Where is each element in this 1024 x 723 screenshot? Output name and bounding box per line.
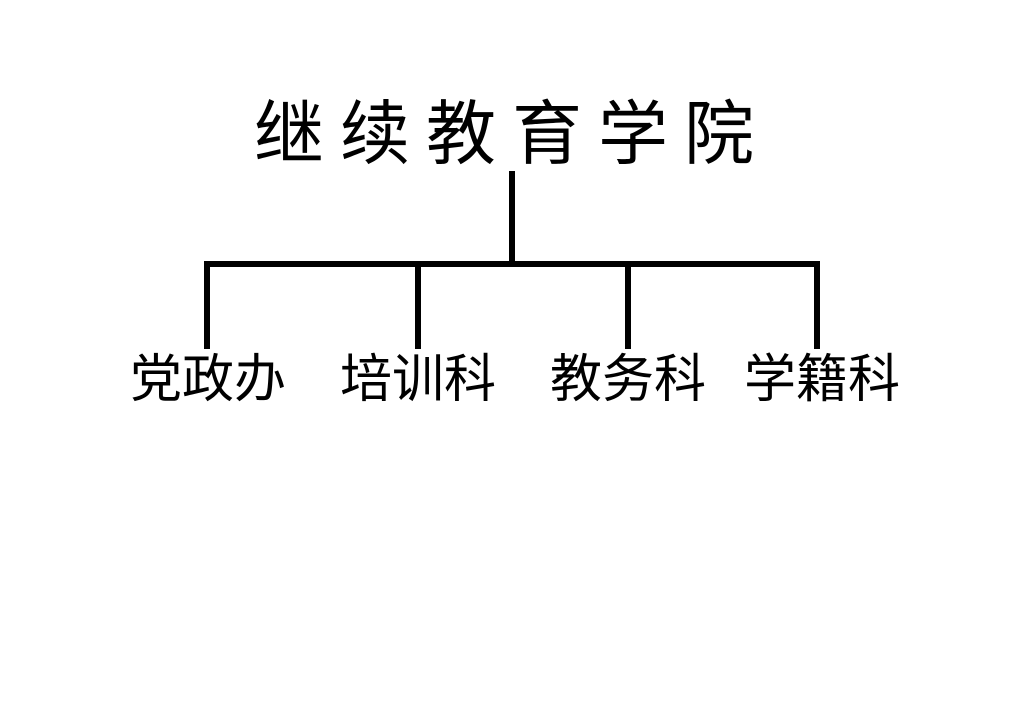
child-node-label: 学籍科 bbox=[743, 350, 900, 410]
child-node-label: 培训科 bbox=[339, 350, 496, 410]
child-node-label: 党政办 bbox=[129, 350, 286, 410]
child-node-label: 教务科 bbox=[549, 350, 706, 410]
root-node-label: 继续教育学院 bbox=[254, 93, 770, 175]
